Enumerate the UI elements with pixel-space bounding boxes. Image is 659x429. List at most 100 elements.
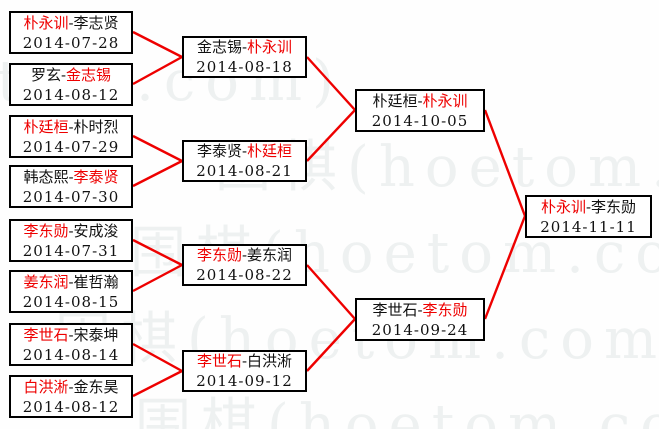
player-name: 朴永训 xyxy=(422,91,468,110)
match-players: 朴廷桓-朴永训 xyxy=(372,91,467,111)
player-name: 李泰贤 xyxy=(73,167,119,186)
player-name: 李世石 xyxy=(23,325,69,344)
connector-line xyxy=(132,134,183,163)
match-date: 2014-08-21 xyxy=(196,162,293,180)
match-date: 2014-08-14 xyxy=(22,345,120,364)
player-name: 姜东润 xyxy=(23,272,69,291)
player-name: 姜东润 xyxy=(247,246,293,264)
match-box-r1-8: 白洪淅-金东昊 2014-08-12 xyxy=(9,375,133,418)
match-date: 2014-08-12 xyxy=(22,85,120,104)
match-players: 姜东润-崔哲瀚 xyxy=(23,272,118,292)
player-name: 李世石 xyxy=(196,352,242,370)
match-date: 2014-08-22 xyxy=(196,266,293,284)
match-players: 李世石-宋泰坤 xyxy=(23,325,118,345)
player-separator: - xyxy=(417,300,423,319)
player-name: 李东勋 xyxy=(196,246,242,264)
player-name: 朴廷桓 xyxy=(23,117,69,136)
player-name: 白洪淅 xyxy=(247,352,293,370)
match-players: 李泰贤-朴廷桓 xyxy=(197,141,292,161)
connector-line xyxy=(132,55,183,86)
player-separator: - xyxy=(585,197,592,216)
match-date: 2014-08-15 xyxy=(22,292,120,311)
match-date: 2014-09-24 xyxy=(371,320,469,339)
player-separator: - xyxy=(241,352,248,370)
match-date: 2014-08-12 xyxy=(22,397,120,416)
player-name: 李东勋 xyxy=(23,221,69,240)
player-separator: - xyxy=(68,13,74,32)
player-name: 朴永训 xyxy=(540,197,586,216)
connector-line xyxy=(132,263,183,293)
match-box-r1-3: 朴廷桓-朴时烈 2014-07-29 xyxy=(9,115,133,158)
match-box-r2-4: 李世石-白洪淅 2014-09-12 xyxy=(182,350,307,392)
match-box-r2-3: 李东勋-姜东润 2014-08-22 xyxy=(182,244,307,286)
player-name: 朴永训 xyxy=(23,13,69,32)
match-date: 2014-07-31 xyxy=(22,241,120,260)
player-separator: - xyxy=(241,246,248,264)
match-players: 李东勋-姜东润 xyxy=(197,245,292,265)
match-box-r1-5: 李东勋-安成浚 2014-07-31 xyxy=(9,219,133,262)
match-date: 2014-07-30 xyxy=(22,187,120,206)
match-players: 韩态熙-李泰贤 xyxy=(23,167,118,187)
connector-line xyxy=(132,342,183,373)
connector-line xyxy=(132,159,183,188)
match-date: 2014-08-18 xyxy=(196,58,293,76)
player-separator: - xyxy=(68,167,74,186)
player-name: 金东昊 xyxy=(73,377,119,396)
player-separator: - xyxy=(68,377,74,396)
connector-line xyxy=(132,30,183,59)
connector-line xyxy=(306,318,356,372)
match-players: 李东勋-安成浚 xyxy=(23,221,118,241)
player-name: 白洪淅 xyxy=(23,377,69,396)
connector-line xyxy=(306,109,356,162)
match-players: 白洪淅-金东昊 xyxy=(23,377,118,397)
match-players: 朴廷桓-朴时烈 xyxy=(23,117,118,137)
player-name: 李东勋 xyxy=(591,197,637,216)
match-box-final: 朴永训-李东勋 2014-11-11 xyxy=(525,195,652,238)
player-separator: - xyxy=(60,65,67,84)
match-players: 李世石-李东勋 xyxy=(372,300,467,320)
player-separator: - xyxy=(68,325,74,344)
player-separator: - xyxy=(68,117,74,136)
match-date: 2014-07-28 xyxy=(22,33,120,52)
player-name: 朴廷桓 xyxy=(247,142,293,160)
player-name: 金志锡 xyxy=(196,38,242,56)
match-date: 2014-07-29 xyxy=(22,137,120,156)
player-separator: - xyxy=(68,221,74,240)
match-box-sf-1: 朴廷桓-朴永训 2014-10-05 xyxy=(355,89,485,132)
player-name: 崔哲瀚 xyxy=(73,272,119,291)
match-box-r1-4: 韩态熙-李泰贤 2014-07-30 xyxy=(9,165,133,208)
match-box-r1-7: 李世石-宋泰坤 2014-08-14 xyxy=(9,323,133,366)
match-date: 2014-10-05 xyxy=(371,111,469,130)
match-box-r1-1: 朴永训-李志贤 2014-07-28 xyxy=(9,11,133,54)
connector-line xyxy=(132,238,183,267)
match-date: 2014-09-12 xyxy=(196,372,293,390)
match-players: 罗玄-金志锡 xyxy=(31,65,111,85)
connector-lines xyxy=(132,30,527,398)
player-name: 金志锡 xyxy=(66,65,112,84)
player-name: 宋泰坤 xyxy=(73,325,119,344)
player-name: 朴时烈 xyxy=(73,117,119,136)
player-name: 罗玄 xyxy=(30,65,61,84)
match-players: 朴永训-李志贤 xyxy=(23,13,118,33)
player-name: 韩态熙 xyxy=(23,167,69,186)
match-box-sf-2: 李世石-李东勋 2014-09-24 xyxy=(355,298,485,341)
player-name: 朴廷桓 xyxy=(372,91,418,110)
player-separator: - xyxy=(68,272,74,291)
player-name: 李世石 xyxy=(372,300,418,319)
connector-line xyxy=(306,56,356,111)
player-separator: - xyxy=(241,142,248,160)
player-name: 朴永训 xyxy=(247,38,293,56)
match-players: 李世石-白洪淅 xyxy=(197,351,292,371)
player-name: 李泰贤 xyxy=(196,142,242,160)
connector-line xyxy=(483,109,527,217)
player-name: 李志贤 xyxy=(73,13,119,32)
player-separator: - xyxy=(241,38,248,56)
match-players: 金志锡-朴永训 xyxy=(197,37,292,57)
connector-line xyxy=(306,264,356,320)
player-separator: - xyxy=(417,91,423,110)
match-box-r2-1: 金志锡-朴永训 2014-08-18 xyxy=(182,36,307,78)
match-box-r1-2: 罗玄-金志锡 2014-08-12 xyxy=(9,63,133,106)
connector-line xyxy=(132,369,183,398)
